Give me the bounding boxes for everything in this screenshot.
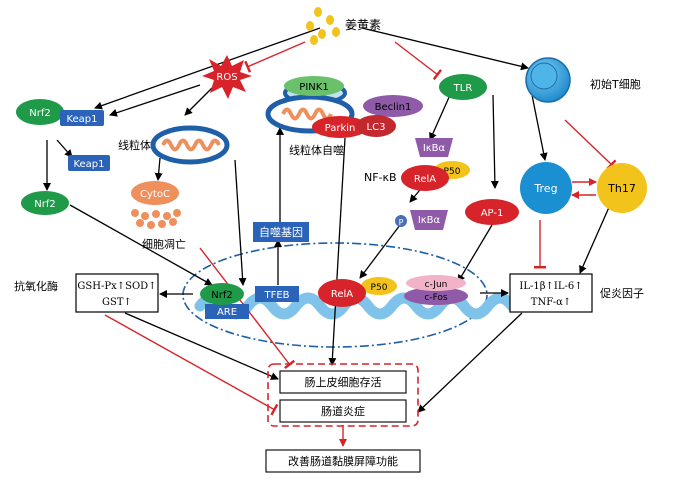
ros-node: ROS [202, 55, 252, 99]
outcome-dashed-box [267, 363, 419, 427]
svg-text:RelA: RelA [331, 289, 353, 300]
svg-text:CytoC: CytoC [140, 189, 170, 200]
svg-text:Keap1: Keap1 [73, 159, 104, 170]
nrf2-keap1-complex: Nrf2 Keap1 [16, 99, 104, 126]
autophagy-gene-box: 自噬基因 [253, 222, 309, 242]
svg-text:Treg: Treg [533, 182, 557, 195]
rela-p50-cyto: P50 RelA [401, 161, 470, 191]
parkin-node: Parkin [312, 116, 368, 138]
tlr-node: TLR [439, 74, 487, 100]
red-arrows [104, 41, 617, 447]
proinflam-label: 促炎因子 [600, 286, 644, 300]
svg-text:PINK1: PINK1 [299, 82, 328, 93]
rela-p50-nuc: P50 RelA [318, 277, 397, 307]
cytokines-box: IL-1β↑IL-6↑ TNF-α↑ [509, 273, 593, 313]
svg-text:TLR: TLR [453, 83, 473, 94]
antioxidant-label: 抗氧化酶 [14, 279, 58, 293]
svg-text:肠道炎症: 肠道炎症 [321, 404, 365, 418]
svg-text:改善肠道黏膜屏障功能: 改善肠道黏膜屏障功能 [288, 454, 398, 468]
svg-text:Beclin1: Beclin1 [375, 102, 412, 113]
pink1-node: PINK1 [284, 76, 344, 96]
svg-text:P50: P50 [371, 283, 388, 293]
svg-text:ROS: ROS [216, 72, 237, 83]
svg-text:RelA: RelA [414, 174, 436, 185]
cytoc-node: CytoC [131, 181, 181, 229]
activation-arrows [43, 27, 611, 413]
apoptosis-label: 细胞凋亡 [142, 237, 186, 251]
svg-text:LC3: LC3 [367, 122, 386, 133]
svg-text:GSH-Px↑SOD↑: GSH-Px↑SOD↑ [77, 281, 156, 292]
svg-text:Th17: Th17 [607, 182, 636, 195]
svg-text:自噬基因: 自噬基因 [259, 225, 303, 239]
svg-text:肠上皮细胞存活: 肠上皮细胞存活 [305, 375, 382, 389]
curcumin-label: 姜黄素 [345, 18, 381, 32]
svg-text:P50: P50 [444, 167, 461, 177]
tfeb-box: TFEB [255, 286, 299, 302]
barrier-function-box: 改善肠道黏膜屏障功能 [265, 449, 421, 473]
svg-text:TNF-α↑: TNF-α↑ [531, 297, 571, 308]
naive-t-cell-icon [525, 57, 571, 103]
svg-text:Nrf2: Nrf2 [29, 108, 50, 119]
nrf2-are-complex: ARE Nrf2 [200, 283, 249, 319]
ikba-top: IκBα [415, 138, 453, 157]
mitophagy-label: 线粒体自噬 [289, 143, 344, 157]
naive-t-label: 初始T细胞 [590, 77, 641, 91]
svg-text:ARE: ARE [217, 307, 237, 318]
inflammation-box: 肠道炎症 [279, 399, 407, 423]
svg-text:Nrf2: Nrf2 [211, 290, 232, 301]
svg-text:IκBα: IκBα [423, 143, 446, 154]
svg-text:c-Jun: c-Jun [425, 280, 448, 290]
svg-text:Keap1: Keap1 [66, 114, 97, 125]
epithelial-survival-box: 肠上皮细胞存活 [279, 370, 407, 394]
svg-text:IL-1β↑IL-6↑: IL-1β↑IL-6↑ [519, 281, 582, 292]
nfkb-label: NF-κB [364, 171, 397, 184]
mitochondria-label: 线粒体 [118, 138, 151, 152]
ap1-node: AP-1 [465, 199, 519, 225]
svg-text:TFEB: TFEB [263, 290, 289, 301]
th17-cell: Th17 [597, 163, 647, 213]
keap1-free: Keap1 [68, 155, 110, 171]
treg-cell: Treg [520, 162, 572, 214]
svg-text:IκBα: IκBα [418, 215, 441, 226]
svg-text:Parkin: Parkin [325, 123, 356, 134]
ikba-phospho: P IκBα [395, 210, 448, 230]
nrf2-free: Nrf2 [21, 191, 69, 215]
svg-text:Nrf2: Nrf2 [34, 199, 55, 210]
curcumin-dots [306, 7, 340, 45]
svg-text:c-Fos: c-Fos [424, 293, 448, 303]
cjun-cfos-complex: c-Fos c-Jun [404, 275, 468, 305]
mitochondria-icon [150, 125, 230, 165]
svg-text:AP-1: AP-1 [481, 208, 504, 219]
beclin1-node: Beclin1 [363, 95, 423, 117]
svg-text:GST↑: GST↑ [102, 297, 132, 308]
svg-text:P: P [399, 218, 404, 227]
lc3-node: LC3 [356, 115, 396, 137]
antioxidant-enzymes-box: GSH-Px↑SOD↑ GST↑ [75, 273, 159, 313]
